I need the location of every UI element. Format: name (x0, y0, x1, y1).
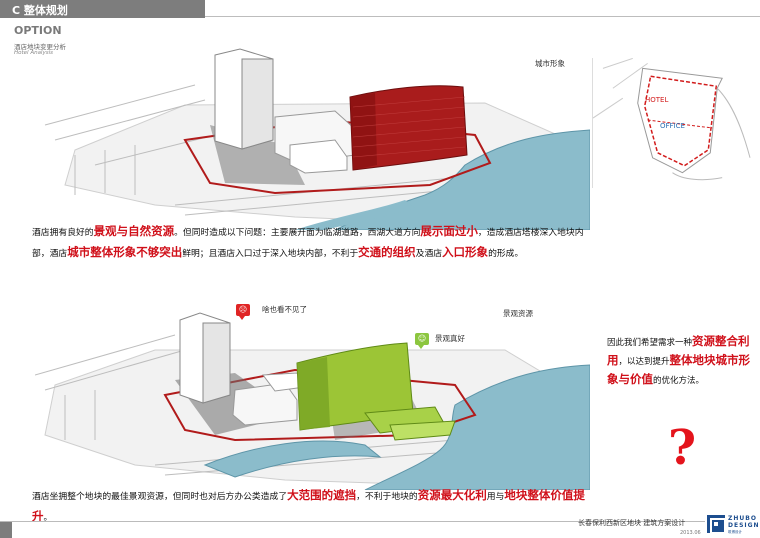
p1-text-4: 鲜明；且酒店入口过于深入地块内部，不利于 (182, 249, 359, 259)
aerial-diagram-landscape (35, 312, 590, 490)
p1-highlight-5: 入口形象 (442, 245, 489, 259)
p2-highlight-3: 地块整体价值提升 (32, 488, 585, 523)
footer-divider (0, 521, 705, 522)
subtitle-cn: 酒店地块变更分析 (14, 43, 66, 51)
footer-date: 2013.06 (680, 530, 701, 536)
p3-text-1: 因此我们希望需求一种 (607, 338, 693, 348)
company-logo: ZHUBO DESIGN 筑博设计 (707, 511, 760, 537)
caption-city-image: 城市形象 (535, 59, 565, 68)
logo-line-1: ZHUBO (728, 515, 757, 522)
p1-text-2: 。但同时造成以下问题：主要展开面为临湖道路，西湖大道方向 (174, 228, 421, 238)
p1-highlight-2: 展示面过小 (420, 224, 478, 238)
site-plan-inset (592, 58, 751, 188)
p2-highlight-2: 资源最大化利 (417, 488, 487, 502)
bubble-text-sad: 啥也看不见了 (262, 305, 307, 314)
section-tab: C 整体规划 (0, 0, 205, 18)
aerial-diagram-city-image (44, 48, 590, 230)
p1-text-3: ，造成酒店塔楼深入地块内部，酒店 (32, 228, 584, 259)
p3-highlight-1: 资源整合利用 (607, 334, 750, 367)
p1-text-1: 酒店拥有良好的 (32, 228, 94, 238)
p2-text-1: 酒店坐拥整个地块的最佳景观资源，但同时也对后方办公类造成了 (32, 492, 288, 502)
happy-face-icon: ☺ (415, 333, 429, 349)
p1-highlight-3: 城市整体形象不够突出 (67, 245, 183, 259)
option-heading: OPTION (14, 24, 62, 37)
plan-label-office: OFFICE (660, 122, 685, 130)
p2-highlight-1: 大范围的遮挡 (287, 488, 357, 502)
logo-line-3: 筑博设计 (728, 530, 742, 534)
section-title: C 整体规划 (12, 4, 68, 17)
question-mark-icon: ? (668, 420, 697, 476)
p2-text-2: ，不利于地块的 (356, 492, 418, 502)
p3-text-2: ，以达到提升 (618, 357, 670, 367)
p1-text-5: 及酒店 (415, 249, 443, 259)
subtitle-en: Hotel Analysis (14, 50, 53, 56)
caption-landscape: 景观资源 (503, 309, 533, 318)
logo-mark-icon (707, 515, 726, 534)
footer-accent-bar (0, 522, 12, 538)
plan-label-hotel: HOTEL (645, 96, 669, 104)
header-divider (205, 16, 760, 17)
sad-face-icon: ☹ (236, 304, 250, 320)
logo-line-2: DESIGN (728, 522, 760, 529)
p2-text-3: 用与 (486, 492, 505, 502)
paragraph-conclusion: 因此我们希望需求一种资源整合利用，以达到提升整体地块城市形象与价值的优化方法。 (607, 333, 755, 390)
paragraph-landscape-analysis: 酒店坐拥整个地块的最佳景观资源，但同时也对后方办公类造成了大范围的遮挡，不利于地… (32, 486, 592, 528)
p1-text-6: 的形成。 (488, 249, 524, 259)
p1-highlight-1: 景观与自然资源 (93, 224, 175, 238)
p1-highlight-4: 交通的组织 (358, 245, 416, 259)
p2-text-4: 。 (43, 513, 53, 523)
top-header-bar: C 整体规划 (0, 0, 760, 18)
footer-project-title: 长春保利西新区地块 建筑方案设计 (578, 519, 686, 527)
paragraph-hotel-analysis: 酒店拥有良好的景观与自然资源。但同时造成以下问题：主要展开面为临湖道路，西湖大道… (32, 222, 592, 264)
p3-text-3: 的优化方法。 (653, 376, 705, 386)
bubble-text-happy: 景观真好 (435, 334, 465, 343)
p3-highlight-2: 整体地块城市形象与价值 (607, 353, 751, 386)
